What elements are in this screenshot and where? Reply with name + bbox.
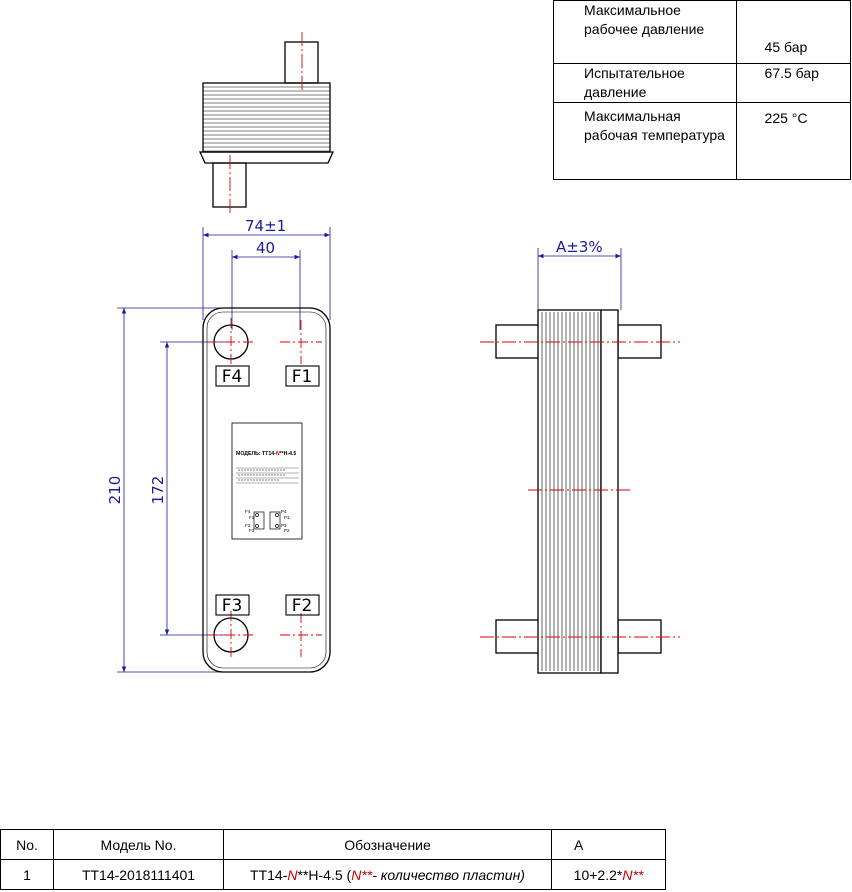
dim-port-spacing-v-label: 172 [149, 476, 167, 505]
side-end-plate [600, 309, 619, 674]
header-model: Модель No. [53, 829, 224, 860]
models-table: No. Модель No. Обозначение А 1 TT14-2018… [0, 829, 666, 890]
front-plate-outline [202, 307, 331, 673]
top-view [198, 32, 335, 215]
port-f2-label: F2 [292, 596, 313, 616]
nameplate-port-p2: P2 [284, 528, 290, 533]
spec-value-test-pressure: 67.5 бар [735, 63, 852, 103]
side-nozzle-right-top [617, 324, 662, 359]
side-plate-lines [541, 312, 599, 671]
spec-value-max-pressure: 45 бар [735, 0, 852, 64]
nameplate-port-f1: F1 [249, 515, 255, 520]
port-f1-label: F1 [292, 367, 313, 387]
row-a: 10+2.2*N** [551, 859, 666, 890]
row-designation: TT14-N**H-4.5 (N**- количество пластин) [223, 859, 552, 890]
header-no: No. [0, 829, 54, 860]
spec-label-max-pressure: Максимальное рабочее давление [553, 0, 737, 64]
nameplate: МОДЕЛЬ: TT14-N**H-4.5 F4 F1 [231, 422, 303, 540]
nameplate-port-p3: P3 [281, 523, 287, 528]
row-no: 1 [0, 859, 54, 890]
header-a: А [551, 829, 666, 860]
nameplate-model: МОДЕЛЬ: TT14-N**H-4.5 [236, 451, 296, 457]
header-designation: Обозначение [223, 829, 552, 860]
spec-label-test-pressure: Испытательное давление [553, 63, 737, 103]
dim-height-label: 210 [106, 476, 124, 505]
front-view: 74±1 40 210 172 F4 F1 F3 F2 [106, 217, 331, 673]
top-view-lower-nozzle [212, 162, 247, 208]
spec-row: Максимальное рабочее давление 45 бар [553, 0, 852, 64]
port-f3-label-box [215, 594, 250, 616]
spec-table: Максимальное рабочее давление 45 бар Исп… [553, 0, 852, 180]
side-nozzle-left-top [495, 324, 540, 359]
port-f1-label-box [285, 365, 320, 387]
dim-port-spacing-h-label: 40 [256, 239, 275, 257]
nameplate-port-p4: P4 [281, 509, 287, 514]
top-view-end-plate [198, 151, 335, 164]
top-view-plate-pack [202, 82, 331, 153]
side-view: A±3% [480, 238, 680, 674]
top-view-upper-nozzle [284, 41, 319, 84]
nameplate-port-p1: P1 [284, 515, 290, 520]
port-f4-label: F4 [222, 367, 243, 387]
nameplate-port-f3: F3 [245, 523, 251, 528]
spec-label-max-temperature: Максимальная рабочая температура [553, 102, 737, 180]
nameplate-port-f2: F2 [249, 528, 255, 533]
spec-row: Испытательное давление 67.5 бар [553, 63, 852, 103]
spec-value-max-temperature: 225 °C [735, 102, 852, 180]
dim-pack-thickness-label: A±3% [556, 238, 603, 256]
row-model: TT14-2018111401 [53, 859, 224, 890]
front-plate-inner-outline [206, 311, 327, 669]
port-f4-label-box [215, 365, 250, 387]
side-nozzle-right-bottom [617, 619, 662, 654]
port-f3-label: F3 [222, 596, 243, 616]
side-plate-pack [537, 309, 602, 674]
table-row: 1 TT14-2018111401 TT14-N**H-4.5 (N**- ко… [0, 859, 666, 890]
side-nozzle-left-bottom [495, 619, 540, 654]
port-f2-label-box [285, 594, 320, 616]
top-view-plate-lines [203, 86, 330, 152]
models-table-header: No. Модель No. Обозначение А [0, 829, 666, 860]
dim-width-label: 74±1 [245, 217, 286, 235]
spec-row: Максимальная рабочая температура 225 °C [553, 102, 852, 180]
nameplate-port-f4: F4 [245, 509, 251, 514]
